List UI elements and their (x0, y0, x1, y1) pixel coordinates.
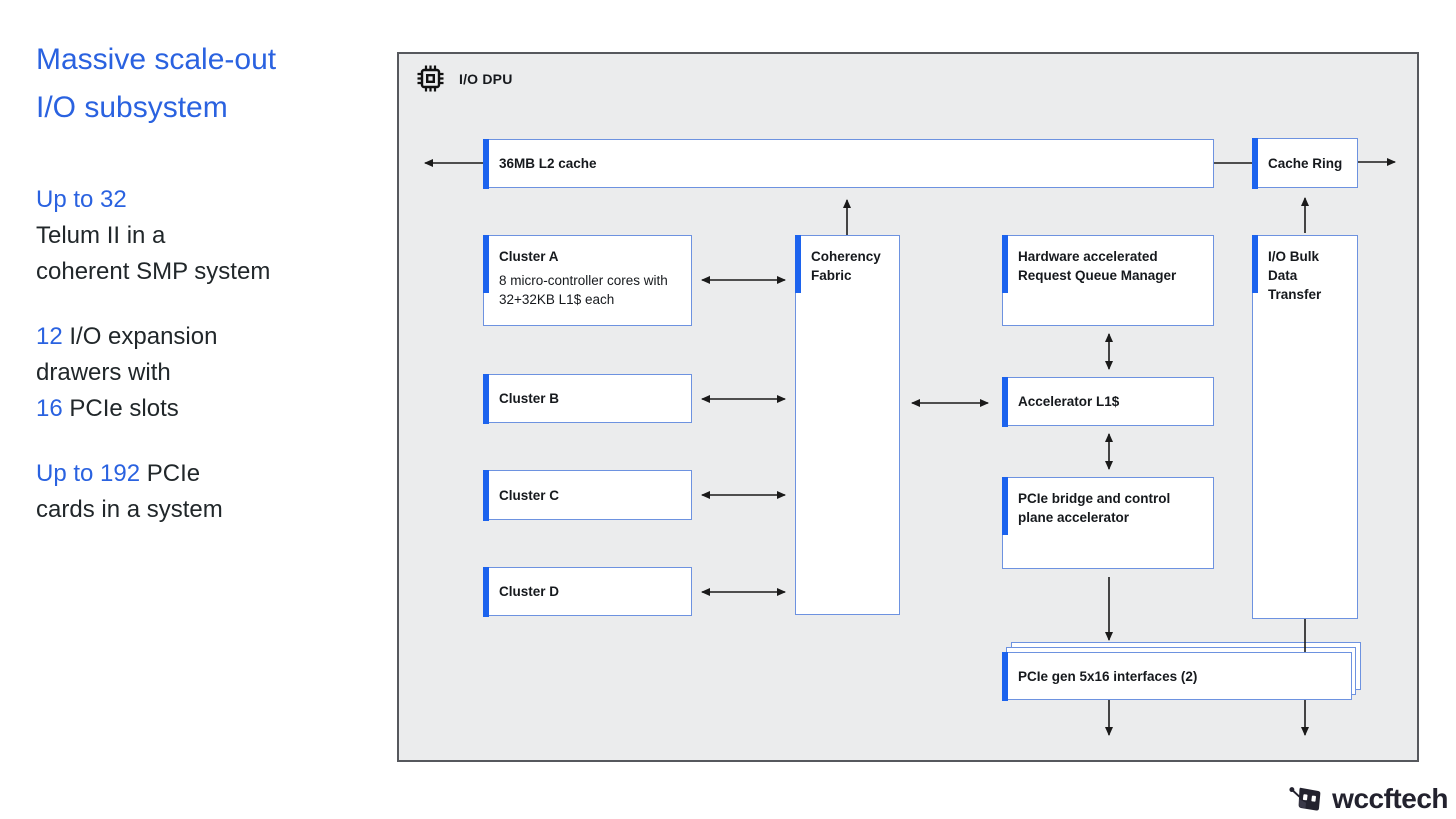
stat-drawers-text1: I/O expansion drawers with (36, 323, 218, 386)
block-pcie-interfaces: PCIe gen 5x16 interfaces (2) (1001, 651, 1352, 701)
stat-drawers: 12 I/O expansion drawers with 16 PCIe sl… (36, 319, 356, 427)
block-title: Cluster A (499, 249, 559, 264)
stat-cards-highlight: Up to 192 (36, 460, 141, 487)
wccftech-logo: wccftech (1287, 783, 1448, 815)
wccftech-robot-icon (1289, 787, 1321, 811)
block-label: PCIe gen 5x16 interfaces (2) (1018, 668, 1198, 684)
accent-bar (482, 138, 489, 189)
accent-bar (482, 469, 489, 521)
stat-smp-rest: Telum II in a coherent SMP system (36, 222, 271, 285)
block-label: Cache Ring (1268, 155, 1343, 171)
block-label: Cluster B (499, 391, 560, 406)
stat-cards: Up to 192 PCIe cards in a system (36, 456, 356, 528)
block-cache-ring: Cache Ring (1251, 137, 1358, 189)
block-label: I/O Bulk Data Transfer (1268, 249, 1322, 302)
chip-icon (417, 65, 444, 92)
accent-bar (1001, 476, 1008, 535)
block-desc: 8 micro-controller cores with 32+32KB L1… (499, 273, 668, 307)
block-cluster-a: Cluster A 8 micro-controller cores with … (482, 234, 692, 326)
accent-bar (482, 566, 489, 617)
stat-cards-rest: PCIe cards in a system (36, 460, 223, 523)
accent-bar (1251, 234, 1258, 293)
block-label: 36MB L2 cache (499, 156, 597, 171)
block-cluster-d: Cluster D (482, 566, 692, 617)
block-request-queue-manager: Hardware accelerated Request Queue Manag… (1001, 234, 1214, 326)
block-label: Coherency Fabric (811, 249, 881, 283)
block-accelerator-l1: Accelerator L1$ (1001, 376, 1214, 427)
stat-smp: Up to 32 Telum II in a coherent SMP syst… (36, 182, 356, 290)
block-label: PCIe bridge and control plane accelerato… (1018, 491, 1171, 525)
block-label: Cluster D (499, 584, 560, 599)
stat-drawers-num1: 12 (36, 323, 63, 350)
wccftech-wordmark: wccftech (1332, 783, 1448, 814)
block-label: Accelerator L1$ (1018, 394, 1120, 409)
block-pcie-bridge: PCIe bridge and control plane accelerato… (1001, 476, 1214, 569)
stat-smp-highlight: Up to 32 (36, 186, 127, 213)
diagram-title: I/O DPU (459, 70, 513, 87)
block-cluster-c: Cluster C (482, 469, 692, 521)
sidebar: Massive scale-out I/O subsystem Up to 32… (36, 36, 356, 528)
block-l2-cache: 36MB L2 cache (482, 138, 1214, 189)
accent-bar (1001, 234, 1008, 293)
io-dpu-diagram: I/O DPU 36MB L2 cache Cache Ring Cluster… (397, 52, 1419, 762)
block-label: Hardware accelerated Request Queue Manag… (1018, 249, 1177, 283)
stat-drawers-text2: PCIe slots (62, 395, 179, 422)
accent-bar (482, 234, 489, 293)
diagram-header: I/O DPU (415, 63, 513, 94)
block-label: Cluster C (499, 487, 560, 503)
block-coherency-fabric: Coherency Fabric (794, 234, 900, 615)
block-cluster-b: Cluster B (482, 373, 692, 424)
stat-drawers-num2: 16 (36, 395, 63, 422)
accent-bar (1001, 376, 1008, 427)
accent-bar (1251, 137, 1258, 189)
block-io-bulk-data-transfer: I/O Bulk Data Transfer (1251, 234, 1358, 619)
accent-bar (482, 373, 489, 424)
accent-bar (1001, 651, 1008, 701)
page-title: Massive scale-out I/O subsystem (36, 43, 277, 124)
accent-bar (794, 234, 801, 293)
